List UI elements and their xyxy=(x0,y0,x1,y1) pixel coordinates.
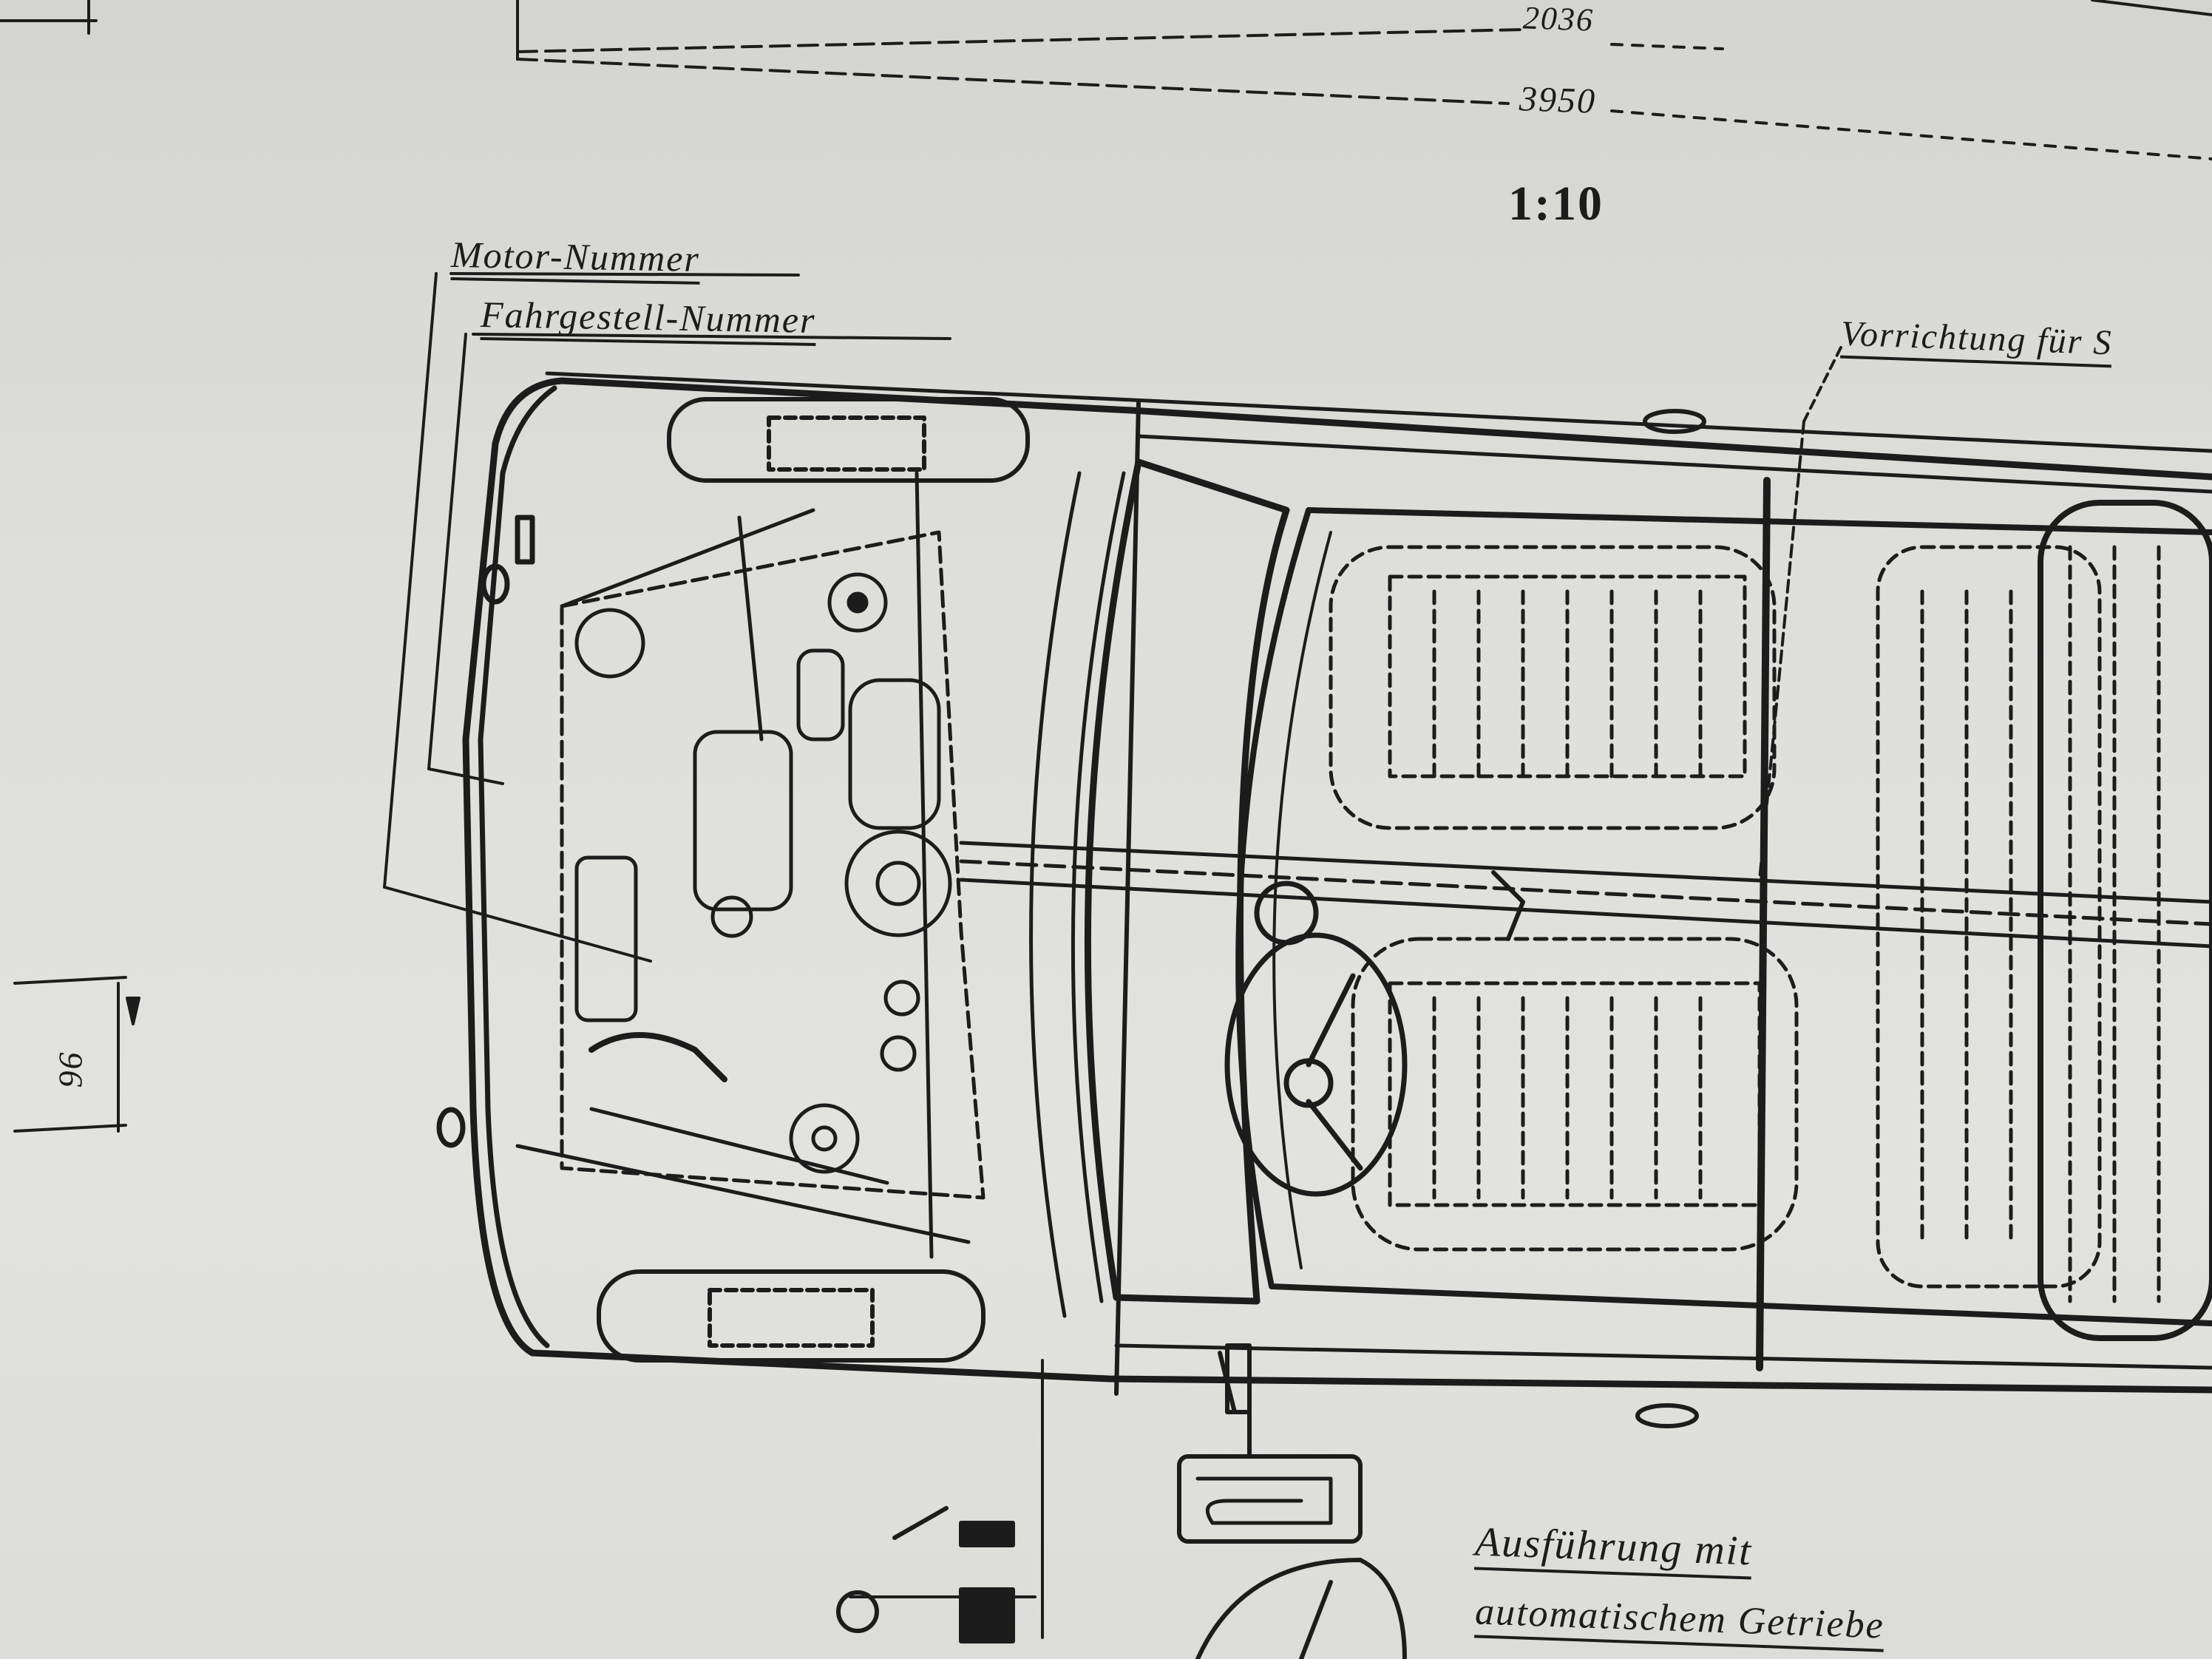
scale-label: 1:10 xyxy=(1508,177,1604,231)
dimension-2036: 2036 xyxy=(1522,0,1595,38)
engine-bay xyxy=(515,471,985,1259)
side-dimension xyxy=(13,976,140,1133)
dimension-lines xyxy=(0,0,2212,160)
drive-tunnel xyxy=(959,841,2212,949)
car-body-outline xyxy=(462,371,2212,1396)
ausfuehrung-label: Ausführung mit xyxy=(1473,1518,1754,1580)
side-dimension-label: 96 xyxy=(51,1051,89,1088)
vorrichtung-label: Vorrichtung für S xyxy=(1840,313,2114,368)
fahrgestell-nummer-label: Fahrgestell-Nummer xyxy=(480,293,817,346)
automatic-gear-selector xyxy=(836,1388,1407,1659)
roof-outline xyxy=(1235,507,2212,1326)
steering-wheel xyxy=(1224,881,1408,1197)
front-seats xyxy=(1329,545,1799,1252)
motor-nummer-label: Motor-Nummer xyxy=(450,233,701,285)
rear-seats xyxy=(1756,477,2212,1371)
leader-lines xyxy=(383,272,1842,1639)
front-bumper xyxy=(436,385,557,1348)
dimension-3950: 3950 xyxy=(1519,79,1597,121)
door-handles xyxy=(1218,409,1706,1428)
front-wheels xyxy=(597,397,1030,1363)
